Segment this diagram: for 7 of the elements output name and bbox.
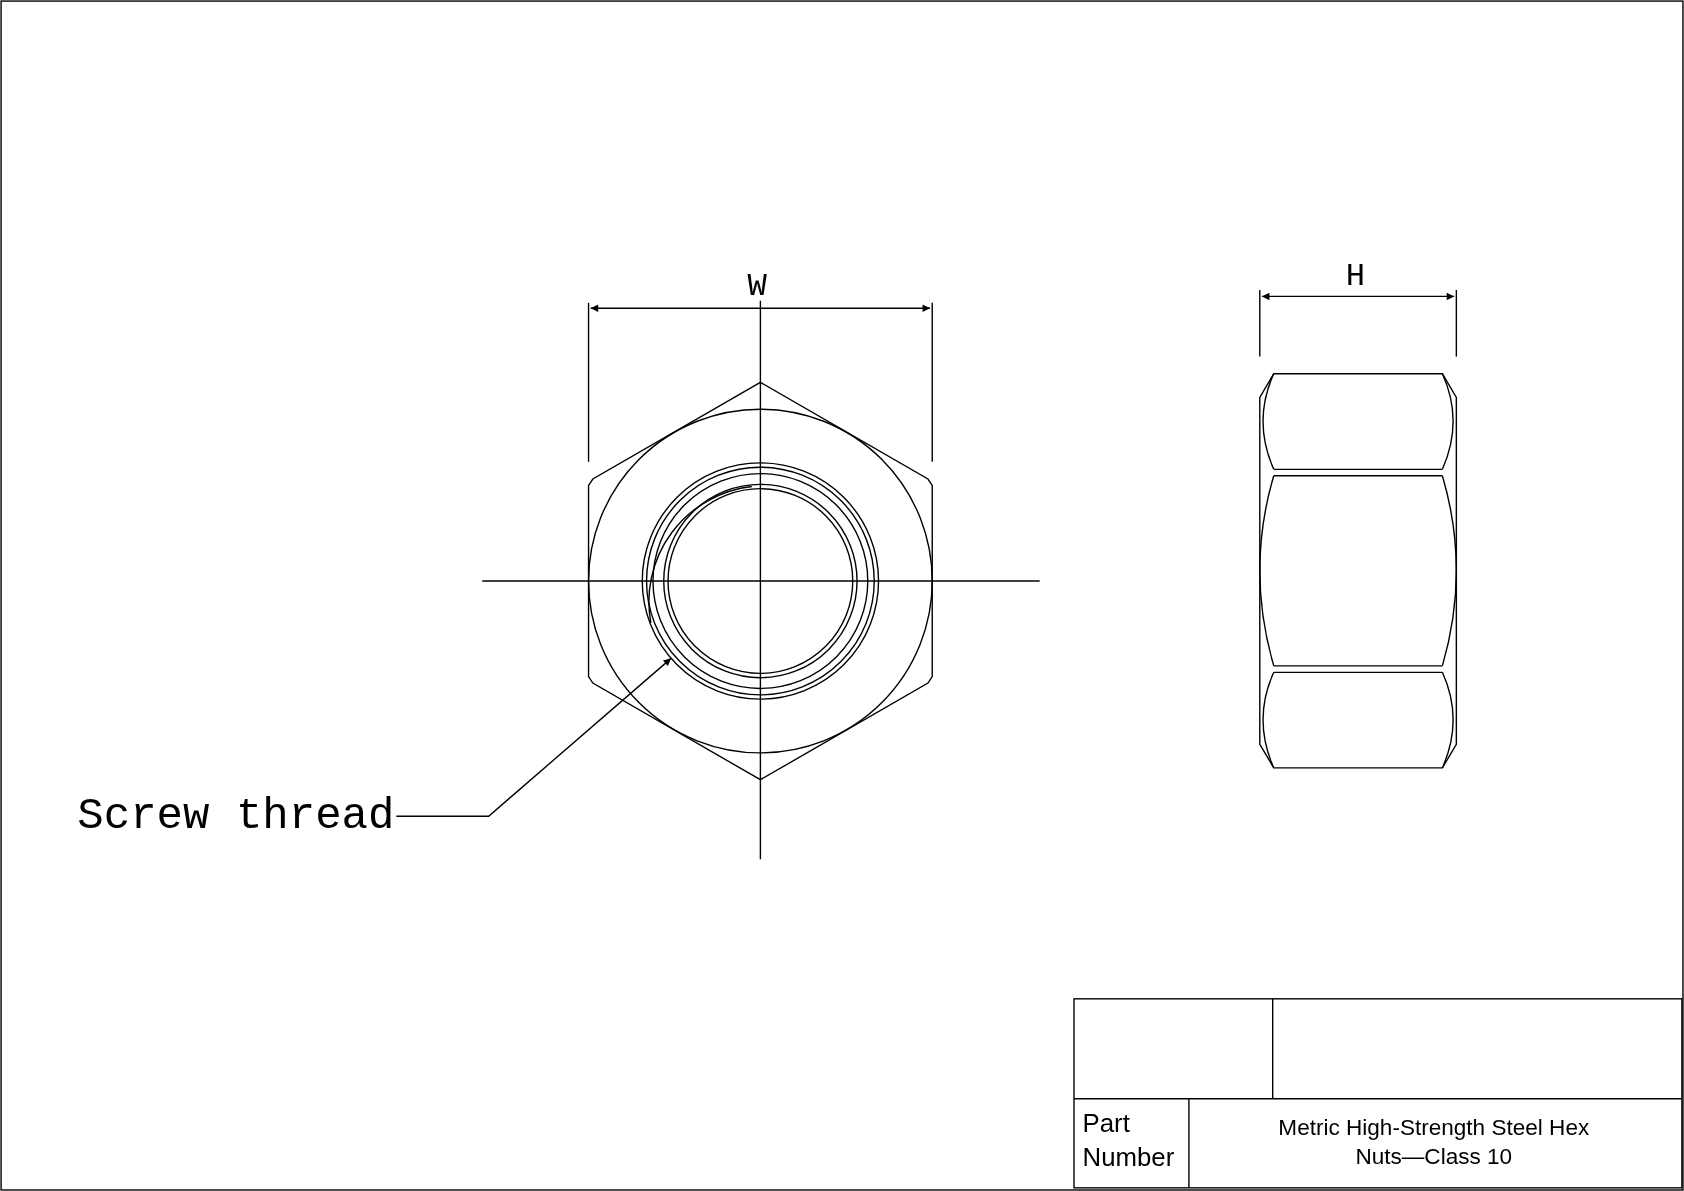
dimension-label: H bbox=[1345, 257, 1366, 295]
leader-line bbox=[395, 657, 672, 817]
dimension-label: W bbox=[747, 268, 767, 305]
field-label: Part Number bbox=[1082, 1107, 1176, 1174]
callout-label: Screw thread bbox=[77, 788, 395, 845]
screw-thread-circle bbox=[641, 462, 880, 700]
part-description: Metric High-Strength Steel Hex Nuts—Class 10 bbox=[1277, 1113, 1591, 1171]
